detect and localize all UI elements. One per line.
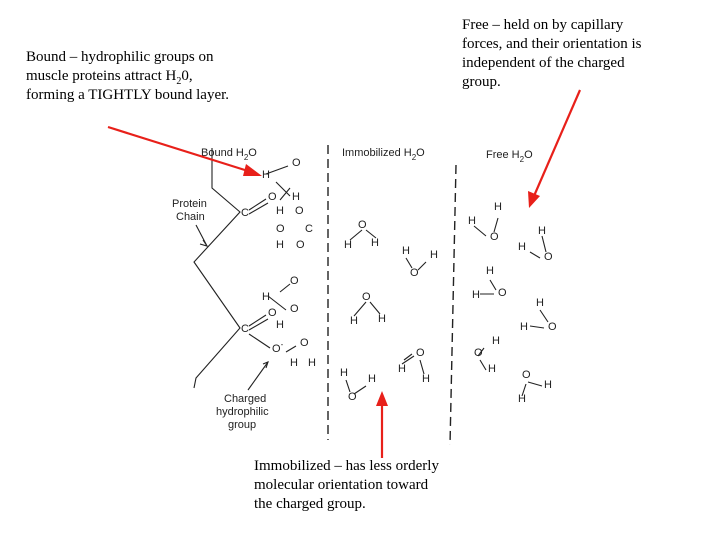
bound-caption-line2-tail: 0, — [181, 68, 193, 84]
immobilized-caption: Immobilized – has less orderly molecular… — [254, 457, 439, 514]
carbonyl-bond-2 — [248, 314, 269, 331]
immobilized-water-header: Immobilized H2O — [342, 147, 425, 162]
svg-text:H: H — [276, 239, 284, 251]
bound-caption-line1: Bound – hydrophilic groups on — [26, 49, 214, 65]
svg-text:O: O — [348, 391, 357, 403]
svg-text:H: H — [518, 393, 526, 405]
immobilized-arrow-head — [376, 391, 388, 406]
oxygen-atom: O — [268, 191, 277, 203]
svg-text:O: O — [292, 157, 301, 169]
svg-text:O: O — [290, 275, 299, 287]
bound-caption-line2: muscle proteins attract H20, — [26, 67, 229, 87]
immobilized-layer-boundary — [449, 164, 457, 446]
svg-text:H: H — [518, 241, 526, 253]
immobilized-caption-line1: Immobilized – has less orderly — [254, 458, 439, 474]
svg-text:O: O — [296, 239, 305, 251]
svg-text:H: H — [378, 313, 386, 325]
protein-backbone — [193, 148, 241, 389]
svg-text:O: O — [295, 205, 304, 217]
svg-text:C: C — [305, 223, 313, 235]
svg-text:H: H — [292, 191, 300, 203]
svg-text:O: O — [548, 321, 557, 333]
svg-text:H: H — [344, 239, 352, 251]
svg-text:H: H — [422, 373, 430, 385]
immobilized-caption-line3: the charged group. — [254, 496, 366, 512]
free-arrow — [532, 89, 582, 197]
hydrogen-bonds — [265, 165, 297, 353]
svg-text:O: O — [544, 251, 553, 263]
svg-text:H: H — [472, 289, 480, 301]
svg-text:O: O — [410, 267, 419, 279]
svg-text:H: H — [371, 237, 379, 249]
svg-text:H: H — [368, 373, 376, 385]
svg-text:H: H — [276, 205, 284, 217]
svg-text:H: H — [308, 357, 316, 369]
svg-text:O: O — [474, 347, 483, 359]
free-caption-line2: forces, and their orientation is — [462, 36, 642, 52]
charged-group-pointer-head — [262, 361, 269, 369]
immobilized-bonds — [345, 229, 427, 395]
svg-text:H: H — [536, 297, 544, 309]
bound-arrow-head — [243, 164, 262, 176]
carbon-atom: C — [241, 207, 249, 219]
svg-text:H: H — [290, 357, 298, 369]
svg-text:H: H — [492, 335, 500, 347]
immobilized-caption-line2: molecular orientation toward — [254, 477, 429, 493]
svg-text:O: O — [522, 369, 531, 381]
free-caption-line1: Free – held on by capillary — [462, 17, 624, 33]
svg-text:H: H — [488, 363, 496, 375]
svg-text:O: O — [276, 223, 285, 235]
charged-bond — [248, 333, 271, 349]
svg-text:H: H — [340, 367, 348, 379]
svg-text:H: H — [398, 363, 406, 375]
svg-text:H: H — [538, 225, 546, 237]
svg-text:H: H — [486, 265, 494, 277]
free-caption-line3: independent of the charged — [462, 55, 625, 71]
svg-text:O: O — [300, 337, 309, 349]
svg-text:O: O — [290, 303, 299, 315]
free-water-header: Free H2O — [486, 149, 533, 164]
svg-text:O: O — [490, 231, 499, 243]
carbon-atom-2: C — [241, 323, 249, 335]
bound-caption: Bound – hydrophilic groups on muscle pro… — [26, 48, 229, 105]
bound-caption-line2-text: muscle proteins attract H — [26, 68, 177, 84]
oxygen-atom-2: O — [268, 307, 277, 319]
svg-text:H: H — [402, 245, 410, 257]
svg-text:H: H — [350, 315, 358, 327]
svg-text:H: H — [468, 215, 476, 227]
bound-caption-subscript: 2 — [176, 76, 182, 87]
bound-caption-line3: forming a TIGHTLY bound layer. — [26, 87, 230, 103]
protein-chain-pointer-head — [199, 239, 209, 247]
svg-text:H: H — [544, 379, 552, 391]
free-arrow-head — [528, 191, 540, 208]
svg-text:O: O — [358, 219, 367, 231]
free-bonds — [473, 217, 549, 397]
charged-group-pointer — [247, 361, 269, 391]
bound-arrow — [107, 125, 249, 173]
svg-text:H: H — [262, 291, 270, 303]
svg-text:O: O — [362, 291, 371, 303]
charged-oxygen: O- — [272, 340, 284, 355]
carbonyl-bond — [248, 198, 269, 215]
free-caption-line4: group. — [462, 74, 501, 90]
svg-text:H: H — [430, 249, 438, 261]
free-caption: Free – held on by capillary forces, and … — [462, 16, 642, 92]
svg-text:O: O — [416, 347, 425, 359]
svg-text:H: H — [494, 201, 502, 213]
svg-text:H: H — [276, 319, 284, 331]
svg-text:O: O — [498, 287, 507, 299]
svg-text:H: H — [520, 321, 528, 333]
svg-text:H: H — [262, 169, 270, 181]
